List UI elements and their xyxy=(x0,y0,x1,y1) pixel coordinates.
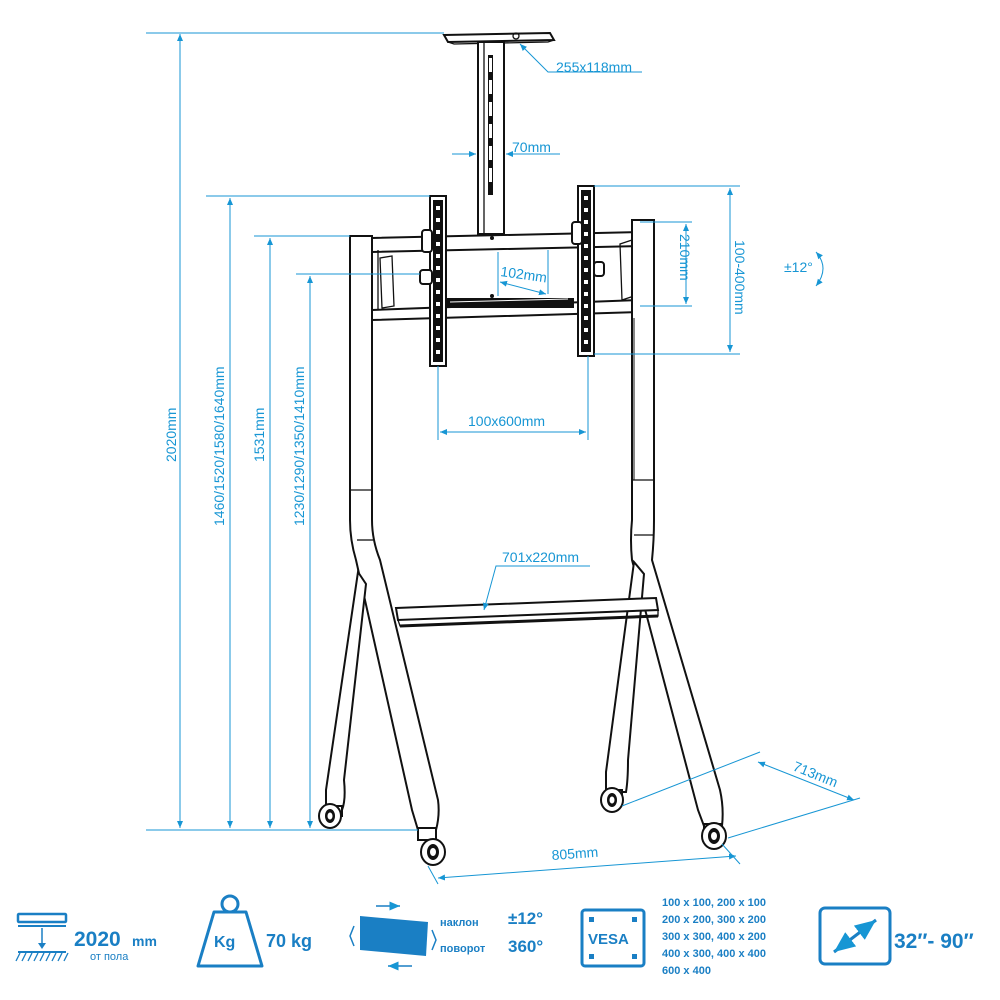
vesa-sizes-list: 100 x 100, 200 x 100 200 x 200, 300 x 20… xyxy=(662,897,766,977)
caster-rear-right xyxy=(600,787,624,813)
tilt-rotate-icon xyxy=(349,901,437,971)
screen-diagonal-icon xyxy=(818,906,892,966)
stand-drawing xyxy=(318,31,727,866)
spec-bar: 2020 mm от пола Kg 70 kg наклон ±12° пов… xyxy=(15,894,974,977)
weight-value: 70 kg xyxy=(266,931,312,951)
tilt-label: наклон xyxy=(440,917,479,929)
vesa-icon xyxy=(580,908,646,968)
screen-size: 32″- 90″ xyxy=(894,930,974,953)
vesa-size-item: 100 x 100, 200 x 100 xyxy=(662,897,766,909)
dim-base-width: 805mm xyxy=(551,844,599,863)
dim-bracket-spacing: 102mm xyxy=(500,263,548,285)
vesa-size-item: 600 x 400 xyxy=(662,965,711,977)
caster-front-right xyxy=(701,822,727,850)
dim-column-width: 70mm xyxy=(512,139,551,155)
dimension-lines xyxy=(146,32,861,885)
tilt-value: ±12° xyxy=(508,909,543,928)
caster-rear-left xyxy=(318,803,343,829)
dim-vertical-adjust: 100-400mm xyxy=(732,240,748,315)
dim-mount-heights-upper: 1460/1520/1580/1640mm xyxy=(211,366,227,526)
rotate-label: поворот xyxy=(440,943,486,955)
caster-front-left xyxy=(417,827,446,866)
dim-mount-heights-lower: 1230/1290/1350/1410mm xyxy=(291,366,307,526)
dim-shelf: 701x220mm xyxy=(502,549,579,565)
dim-base-depth: 713mm xyxy=(791,758,840,790)
weight-unit-label: Kg xyxy=(214,934,235,951)
vesa-size-item: 400 x 300, 400 x 400 xyxy=(662,948,766,960)
vesa-label: VESA xyxy=(588,931,629,948)
height-value: 2020 xyxy=(74,928,121,951)
vesa-arm-left xyxy=(419,195,447,367)
dimension-labels: 255x118mm 70mm 102mm 210mm 100-400mm ±12… xyxy=(163,59,840,863)
dim-crossbar-height: 1531mm xyxy=(251,408,267,462)
vesa-size-item: 300 x 300, 400 x 200 xyxy=(662,931,766,943)
dim-tilt: ±12° xyxy=(784,259,813,275)
central-column xyxy=(477,41,505,235)
dim-vesa-span: 100x600mm xyxy=(468,413,545,429)
vesa-arm-right xyxy=(571,185,605,357)
dim-top-plate: 255x118mm xyxy=(556,59,632,75)
rotate-value: 360° xyxy=(508,937,543,956)
bottom-shelf xyxy=(394,596,660,628)
vesa-size-item: 200 x 200, 300 x 200 xyxy=(662,914,766,926)
bracket-tray xyxy=(371,294,641,322)
dim-total-height: 2020mm xyxy=(163,408,179,462)
top-crossbar xyxy=(371,230,641,254)
weight-icon xyxy=(196,894,264,968)
height-floor-icon xyxy=(15,912,69,962)
caster-wheels xyxy=(318,787,727,866)
height-unit: mm xyxy=(132,933,157,949)
right-leg xyxy=(605,219,724,827)
height-note: от пола xyxy=(90,951,129,963)
dim-bracket-height: 210mm xyxy=(677,234,693,281)
left-leg xyxy=(325,235,440,831)
